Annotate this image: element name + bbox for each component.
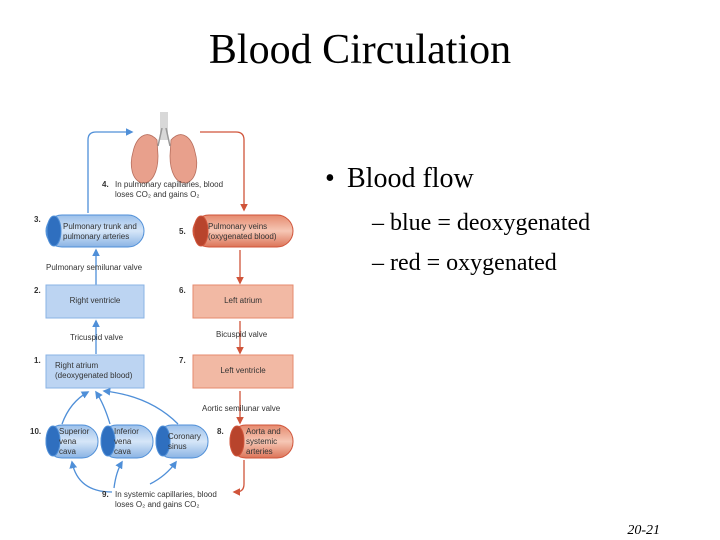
- aorta-vessel: [229, 424, 294, 459]
- step4-line2: loses CO₂ and gains O₂: [115, 190, 199, 199]
- step2-number: 2.: [34, 286, 41, 295]
- inferior-vena-cava-vessel: [100, 424, 154, 459]
- coronary-line2: sinus: [168, 442, 187, 451]
- pulmonary-valve-label: Pulmonary semilunar valve: [46, 263, 143, 272]
- superior-vena-cava-vessel: [45, 424, 99, 459]
- step1-line2: (deoxygenated blood): [55, 371, 133, 380]
- tricuspid-valve-label: Tricuspid valve: [70, 333, 124, 342]
- step9-line2: loses O₂ and gains CO₂: [115, 500, 199, 509]
- right-ventricle-box: [45, 284, 145, 319]
- step3-line1: Pulmonary trunk and: [63, 222, 137, 231]
- step8-number: 8.: [217, 427, 224, 436]
- sub-bullet-red: – red = oxygenated: [372, 250, 557, 276]
- aorta-line2: systemic: [246, 437, 277, 446]
- right-atrium-box: [45, 354, 145, 389]
- step9-line1: In systemic capillaries, blood: [115, 490, 217, 499]
- sub-bullet-blue: – blue = deoxygenated: [372, 210, 591, 236]
- ivc-line1: Inferior: [114, 427, 139, 436]
- step9-number: 9.: [102, 490, 109, 499]
- left-ventricle-box: [192, 354, 294, 389]
- slide-title: Blood Circulation: [208, 27, 512, 73]
- coronary-line1: Coronary: [168, 432, 201, 441]
- ivc-line3: cava: [114, 447, 131, 456]
- step10-number: 10.: [30, 427, 41, 436]
- step4-number: 4.: [102, 180, 109, 189]
- aortic-valve-label: Aortic semilunar valve: [202, 404, 281, 413]
- step5-line2: (oxygenated blood): [208, 232, 277, 241]
- step5-line1: Pulmonary veins: [208, 222, 267, 231]
- step4-line1: In pulmonary capillaries, blood: [115, 180, 223, 189]
- step1-number: 1.: [34, 356, 41, 365]
- bullet-blood-flow: • Blood flow: [325, 163, 474, 195]
- systemic-arrow-from-aorta: [232, 460, 245, 496]
- svc-line1: Superior: [59, 427, 90, 436]
- step7-number: 7.: [179, 356, 186, 365]
- svc-line2: vena: [59, 437, 77, 446]
- step7-label: Left ventricle: [220, 366, 266, 375]
- coronary-sinus-vessel: [155, 424, 209, 459]
- aorta-line3: arteries: [246, 447, 273, 456]
- slide-number: 20-21: [627, 523, 660, 538]
- step2-label: Right ventricle: [70, 296, 121, 305]
- lungs-icon: [130, 112, 198, 184]
- step3-number: 3.: [34, 215, 41, 224]
- pulmonary-trunk-vessel: [45, 214, 145, 248]
- step3-line2: pulmonary arteries: [63, 232, 129, 241]
- svc-line3: cava: [59, 447, 76, 456]
- aorta-line1: Aorta and: [246, 427, 281, 436]
- step5-number: 5.: [179, 227, 186, 236]
- pulmonary-veins-vessel: [192, 214, 294, 248]
- left-atrium-box: [192, 284, 294, 319]
- step6-number: 6.: [179, 286, 186, 295]
- bicuspid-valve-label: Bicuspid valve: [216, 330, 268, 339]
- bullet-dot-icon: •: [325, 163, 335, 194]
- pulmonary-arrow-from-lungs: [200, 131, 248, 212]
- bullet-main-text: Blood flow: [347, 163, 474, 194]
- ivc-line2: vena: [114, 437, 132, 446]
- step6-label: Left atrium: [224, 296, 262, 305]
- pulmonary-arrow-to-lungs: [87, 128, 134, 213]
- step1-line1: Right atrium: [55, 361, 98, 370]
